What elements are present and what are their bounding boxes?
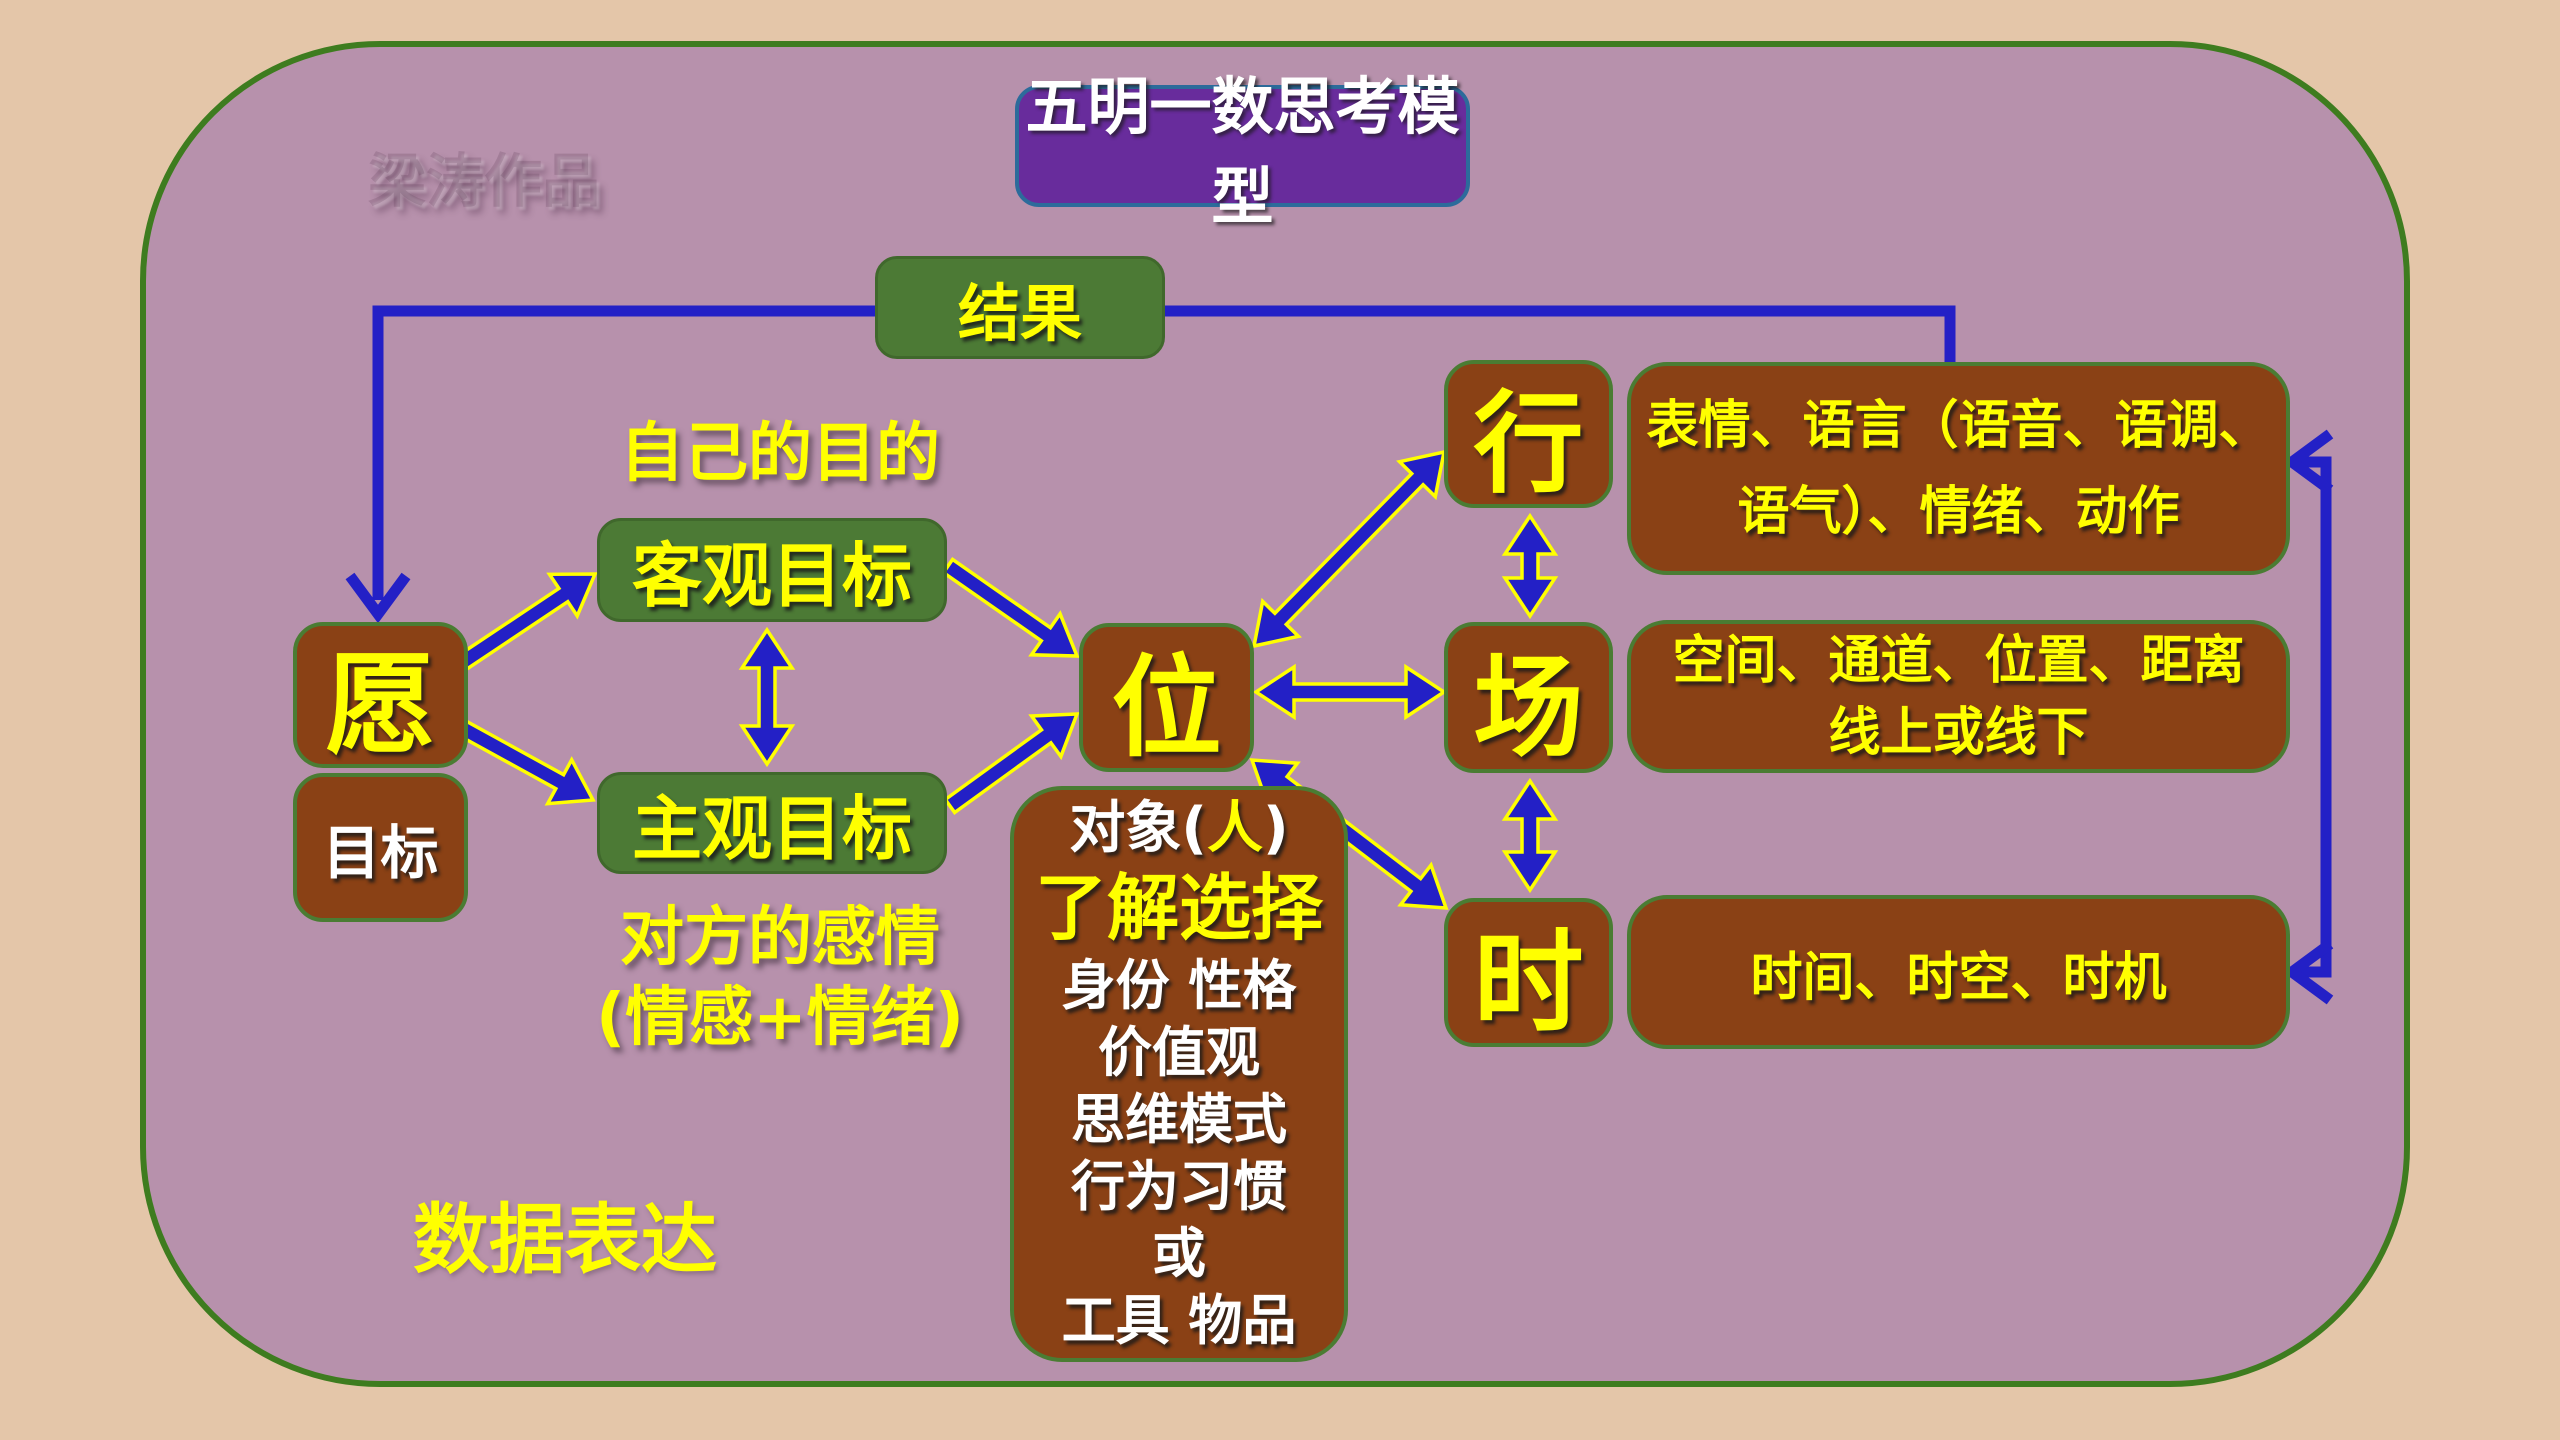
object-line1-pre: 对象(	[1069, 796, 1207, 861]
node-subjective-goal-label: 主观目标	[632, 787, 912, 870]
node-object: 对象(人) 了解选择 身份 性格 价值观 思维模式 行为习惯 或 工具 物品	[1010, 786, 1348, 1362]
arrow-wish-to-objective-goal	[453, 572, 598, 674]
watermark: 梁涛作品	[368, 147, 601, 215]
node-goal-label: 目标	[322, 818, 439, 887]
arrowhead-right-feedback-bracket-1	[2282, 939, 2334, 1005]
object-line2: 了解选择	[1034, 866, 1323, 950]
node-result-label: 结果	[957, 276, 1082, 350]
title-box: 五明一数思考模型	[1015, 70, 1470, 233]
field-detail-line1: 空间、通道、位置、距离	[1672, 630, 2245, 691]
node-field-detail: 空间、通道、位置、距离 线上或线下	[1627, 620, 2290, 773]
node-wish-label: 愿	[325, 641, 436, 769]
title-text: 五明一数思考模型	[1025, 70, 1460, 233]
node-goal: 目标	[293, 773, 468, 922]
object-line1-highlight: 人	[1207, 796, 1263, 861]
object-line1-post: )	[1263, 796, 1289, 861]
label-data-expression: 数据表达	[413, 1195, 717, 1284]
label-other-feelings: 对方的感情 (情感+情绪)	[550, 898, 1010, 1058]
arrowhead-right-feedback-bracket-0	[2282, 429, 2334, 495]
object-line6: 行为习惯	[1071, 1155, 1287, 1218]
arrow-wish-to-subjective-goal	[455, 718, 596, 806]
label-other-feelings-line1: 对方的感情	[620, 901, 940, 975]
arrow-action-field-link	[1501, 512, 1559, 620]
arrowhead-result-loop-0	[345, 572, 411, 624]
field-detail-line2: 线上或线下	[1828, 702, 2089, 763]
label-own-purpose: 自己的目的	[620, 417, 940, 491]
arrow-position-field-link	[1252, 663, 1448, 721]
object-line8: 工具 物品	[1061, 1289, 1297, 1352]
arrow-subjective-goal-to-position	[942, 712, 1080, 815]
node-time-detail: 时间、时空、时机	[1627, 895, 2290, 1049]
label-other-feelings-line2: (情感+情绪)	[595, 981, 965, 1055]
object-line5: 思维模式	[1071, 1088, 1287, 1151]
object-line7: 或	[1152, 1222, 1206, 1285]
node-time-label: 时	[1473, 918, 1584, 1047]
node-action-label: 行	[1473, 380, 1584, 508]
node-field-label: 场	[1473, 643, 1584, 772]
node-action: 行	[1444, 360, 1613, 508]
arrow-objective-goal-to-position	[940, 556, 1080, 658]
node-subjective-goal: 主观目标	[597, 772, 947, 874]
action-detail-line1: 表情、语言（语音、语调、	[1646, 395, 2271, 456]
object-line3: 身份 性格	[1061, 954, 1297, 1017]
time-detail-label: 时间、时空、时机	[1750, 947, 2167, 1008]
object-line4: 价值观	[1098, 1021, 1260, 1084]
node-objective-goal-label: 客观目标	[632, 534, 912, 617]
node-objective-goal: 客观目标	[597, 518, 947, 622]
node-field: 场	[1444, 622, 1613, 773]
arrow-objective-subjective-link	[738, 626, 796, 768]
node-position-label: 位	[1111, 643, 1222, 772]
node-action-detail: 表情、语言（语音、语调、 语气）、情绪、动作	[1627, 362, 2290, 575]
object-line1: 对象(人)	[1069, 794, 1288, 864]
arrow-field-time-link	[1501, 777, 1559, 894]
node-position: 位	[1079, 623, 1254, 772]
arrow-position-action-link	[1251, 449, 1447, 649]
node-result: 结果	[875, 256, 1165, 359]
node-wish: 愿	[293, 622, 468, 769]
node-time: 时	[1444, 898, 1613, 1047]
action-detail-line2: 语气）、情绪、动作	[1737, 481, 2180, 542]
connector-right-feedback-bracket	[2294, 456, 2332, 978]
